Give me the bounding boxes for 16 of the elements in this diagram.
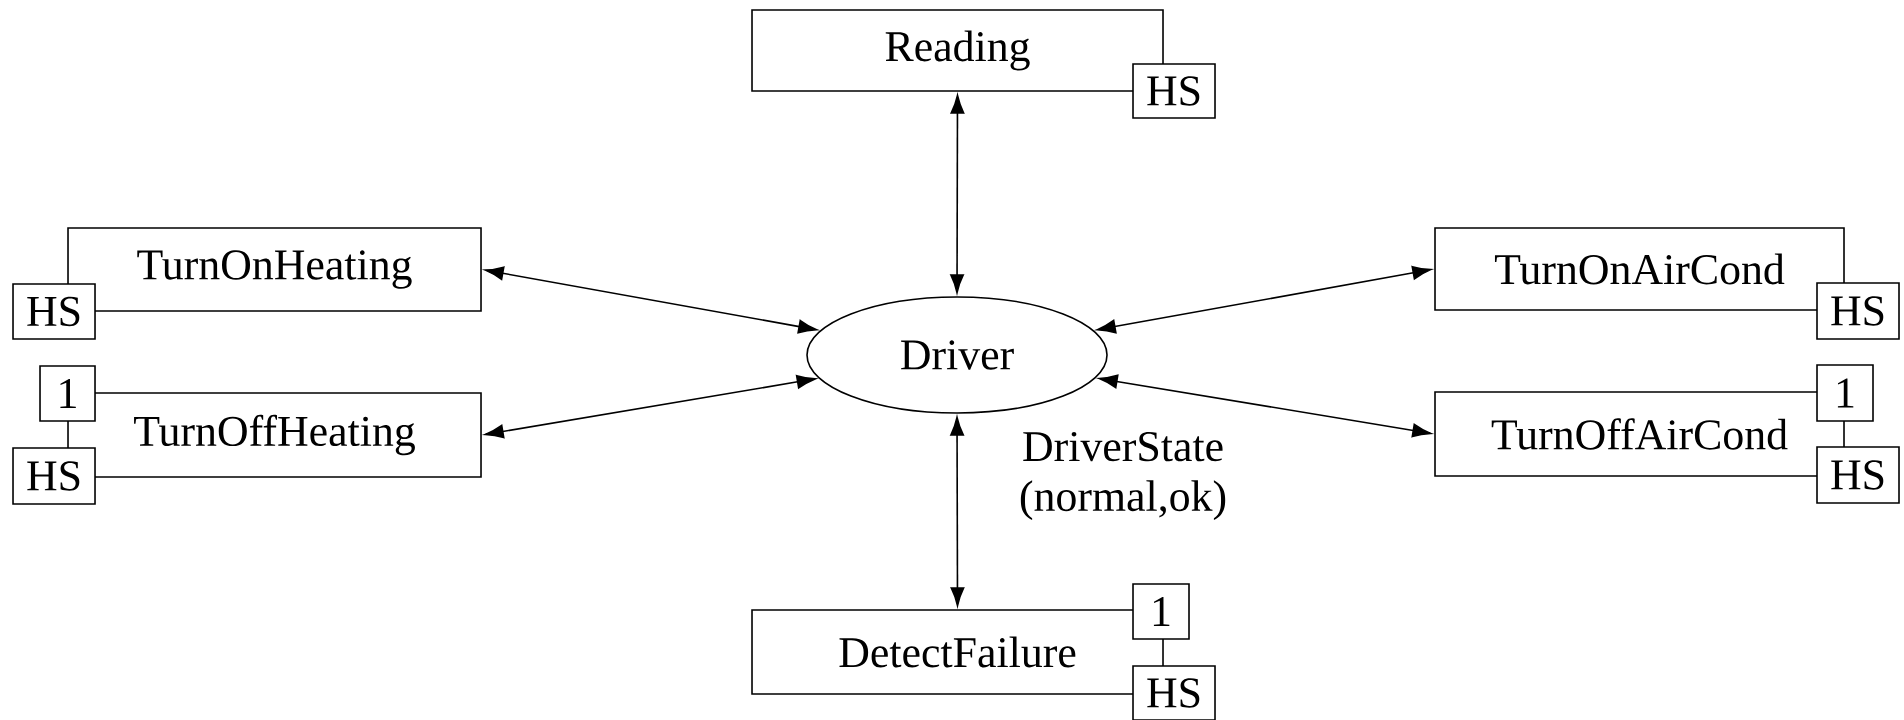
tag-box: HS: [1816, 282, 1900, 340]
arrow: [950, 416, 965, 607]
arrow: [1098, 374, 1432, 438]
tag-box: HS: [12, 283, 96, 340]
arrow: [950, 94, 965, 294]
state-label: DriverState (normal,ok): [1020, 431, 1226, 521]
tag-box: HS: [12, 447, 96, 505]
tag-box: 1: [39, 365, 96, 422]
arrow: [484, 374, 816, 439]
tag-box: HS: [1132, 63, 1216, 119]
arrow: [1096, 265, 1432, 334]
tag-box: 1: [1816, 364, 1874, 422]
tag-box: HS: [1816, 446, 1900, 504]
arrow: [484, 266, 818, 334]
tag-box: HS: [1132, 665, 1216, 720]
tag-box: 1: [1132, 583, 1190, 640]
